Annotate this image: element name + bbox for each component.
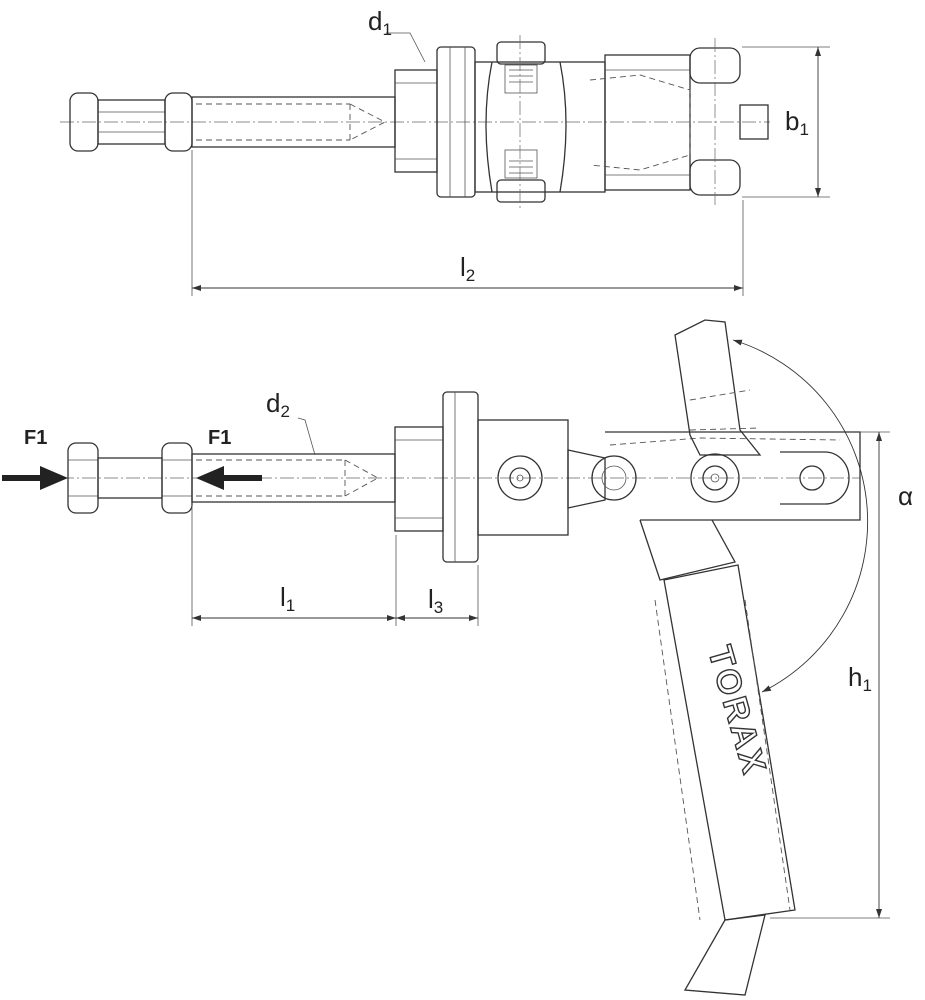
label-l3: l3: [428, 584, 443, 617]
label-d1: d1: [368, 6, 392, 39]
label-b1: b1: [785, 106, 809, 139]
label-l1: l1: [280, 582, 295, 615]
force-arrows: [2, 466, 262, 490]
label-l2: l2: [460, 252, 475, 285]
label-d2: d2: [266, 388, 290, 421]
label-force-right: F1: [208, 427, 231, 449]
label-h1: h1: [848, 662, 872, 695]
top-dimensions: [191, 46, 830, 296]
top-view: [60, 32, 770, 210]
label-alpha: α: [898, 481, 913, 511]
label-force-left: F1: [24, 427, 47, 449]
side-dimensions: [191, 339, 890, 919]
side-view: TORAX: [60, 319, 861, 996]
